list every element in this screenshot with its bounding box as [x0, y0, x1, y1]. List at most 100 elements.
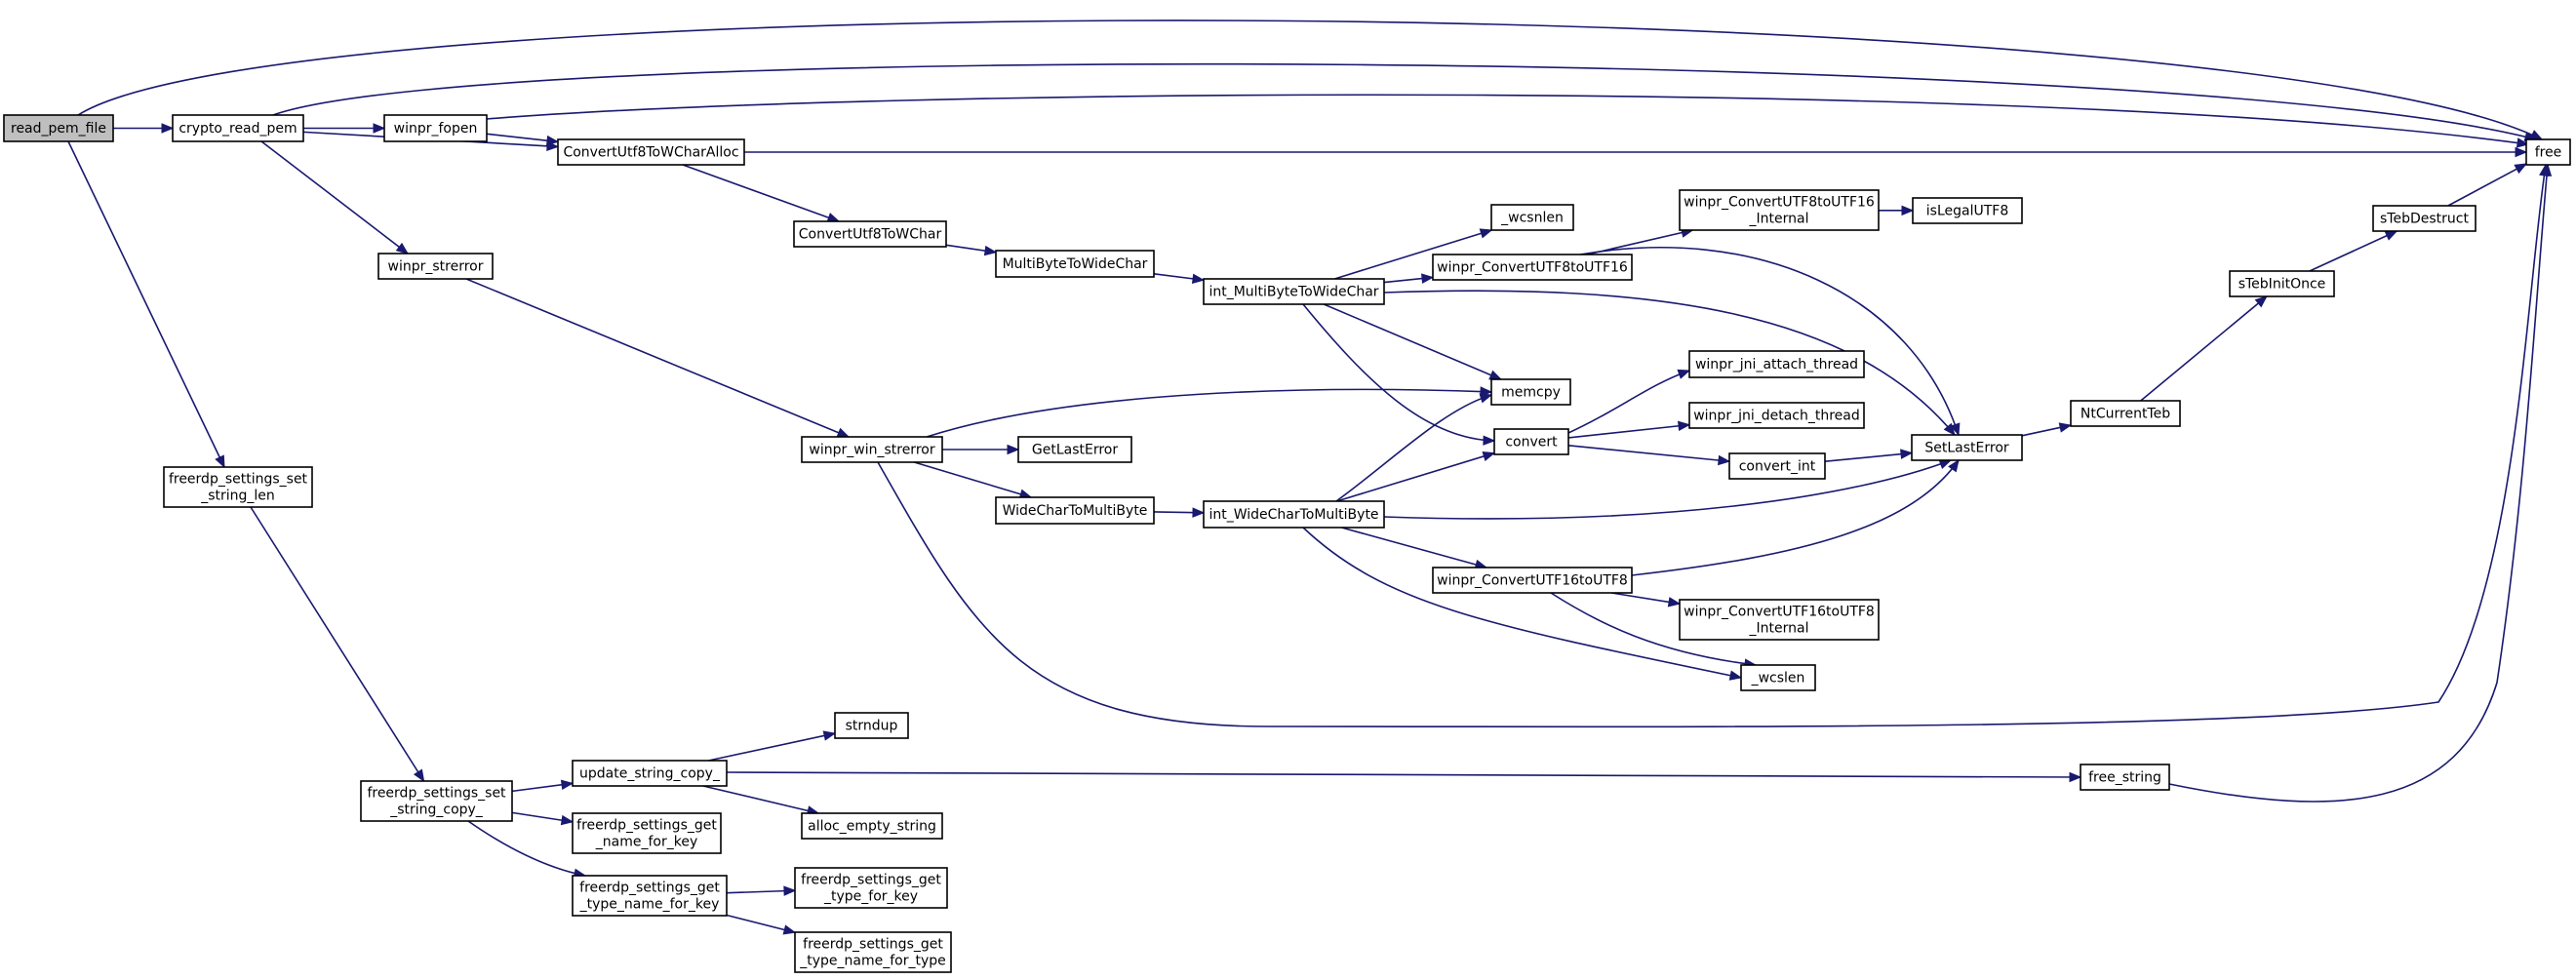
node-free-string[interactable]: free_string — [2080, 764, 2170, 791]
node-box[interactable] — [383, 114, 488, 142]
edge-update-string-copy--to-strndup — [708, 732, 836, 762]
node-read-pem-file[interactable]: read_pem_file — [3, 114, 114, 142]
node-stebdestruct[interactable]: sTebDestruct — [2372, 205, 2477, 232]
edge-winpr-convertutf16toutf8-to-setlasterror — [1631, 459, 1960, 576]
node-getlasterror[interactable]: GetLastError — [1017, 436, 1132, 463]
node-convertutf8towchar[interactable]: ConvertUtf8ToWChar — [793, 220, 947, 248]
node-box[interactable] — [1493, 428, 1569, 455]
arrowhead-convert-int-to-setlasterror — [1900, 449, 1914, 459]
node-winpr-fopen[interactable]: winpr_fopen — [383, 114, 488, 142]
node-box[interactable] — [1203, 278, 1385, 305]
node-convertutf8towcharalloc[interactable]: ConvertUtf8ToWCharAlloc — [557, 138, 745, 166]
node-box[interactable] — [1912, 197, 2023, 224]
edge-winpr-convertutf8toutf16-to-winpr-convertutf8toutf16-internal — [1587, 229, 1693, 255]
node-box[interactable] — [572, 760, 728, 787]
node-box[interactable] — [377, 253, 494, 280]
node-freerdp-settings-get-type-name-for-type[interactable]: freerdp_settings_get_type_name_for_type — [794, 931, 952, 973]
edge-free-string-to-free — [2168, 164, 2549, 803]
node-freerdp-settings-get-name-for-key[interactable]: freerdp_settings_get_name_for_key — [572, 812, 722, 854]
node-box[interactable] — [801, 436, 943, 463]
node-winpr-convertutf8toutf16-internal[interactable]: winpr_ConvertUTF8toUTF16_Internal — [1679, 189, 1880, 231]
node-box[interactable] — [2525, 138, 2571, 166]
node-int-multibytetowidechar[interactable]: int_MultiByteToWideChar — [1203, 278, 1385, 305]
node-free[interactable]: free — [2525, 138, 2571, 166]
node-box[interactable] — [2080, 764, 2170, 791]
node-label: _string_copy_ — [389, 803, 484, 818]
node-label: _type_name_for_type — [799, 954, 946, 969]
node-box[interactable] — [172, 114, 304, 142]
node-box[interactable] — [1490, 204, 1574, 231]
node-box[interactable] — [794, 867, 948, 909]
node-box[interactable] — [1688, 402, 1865, 429]
node-box[interactable] — [572, 812, 722, 854]
node-freerdp-settings-set-string-len[interactable]: freerdp_settings_set_string_len — [163, 466, 313, 508]
node-multibytetowidechar[interactable]: MultiByteToWideChar — [995, 250, 1155, 278]
node-crypto-read-pem[interactable]: crypto_read_pem — [172, 114, 304, 142]
node-label: strndup — [846, 719, 898, 734]
node-label: MultiByteToWideChar — [1003, 256, 1148, 272]
node-winpr-jni-attach-thread[interactable]: winpr_jni_attach_thread — [1688, 350, 1865, 378]
node-winpr-win-strerror[interactable]: winpr_win_strerror — [801, 436, 943, 463]
node-box[interactable] — [834, 712, 909, 739]
node-update-string-copy-[interactable]: update_string_copy_ — [572, 760, 728, 787]
node-box[interactable] — [794, 931, 952, 973]
node-winpr-strerror[interactable]: winpr_strerror — [377, 253, 494, 280]
node-box[interactable] — [360, 780, 513, 822]
node-freerdp-settings-set-string-copy-[interactable]: freerdp_settings_set_string_copy_ — [360, 780, 513, 822]
node-box[interactable] — [163, 466, 313, 508]
node-box[interactable] — [1728, 452, 1826, 480]
node-widechartomultibyte[interactable]: WideCharToMultiByte — [995, 496, 1155, 525]
node-box[interactable] — [1490, 378, 1571, 406]
node-box[interactable] — [1017, 436, 1132, 463]
node-box[interactable] — [1688, 350, 1865, 378]
node-box[interactable] — [2372, 205, 2477, 232]
node-box[interactable] — [557, 138, 745, 166]
node-box[interactable] — [1203, 500, 1385, 529]
node-memcpy[interactable]: memcpy — [1490, 378, 1571, 406]
arrowhead-int-widechartomultibyte-to--wcslen — [1728, 670, 1743, 681]
edge-convert-int-to-setlasterror — [1824, 451, 1913, 463]
arrowhead-int-multibytetowidechar-to--wcsnlen — [1479, 228, 1493, 239]
node-box[interactable] — [1679, 599, 1880, 641]
node-label: alloc_empty_string — [808, 819, 936, 835]
node-convert-int[interactable]: convert_int — [1728, 452, 1826, 480]
edge-freerdp-settings-set-string-copy--to-freerdp-settings-get-type-name-for-key — [467, 820, 586, 877]
node-box[interactable] — [1432, 254, 1633, 281]
node-stebinitonce[interactable]: sTebInitOnce — [2229, 270, 2335, 297]
node--wcslen[interactable]: _wcslen — [1740, 664, 1816, 691]
node-winpr-convertutf16toutf8-internal[interactable]: winpr_ConvertUTF16toUTF8_Internal — [1679, 599, 1880, 641]
edge-winpr-convertutf16toutf8-to--wcslen — [1550, 592, 1757, 666]
node-label: NtCurrentTeb — [2081, 407, 2170, 422]
node-box[interactable] — [995, 496, 1155, 525]
node-box[interactable] — [3, 114, 114, 142]
node-box[interactable] — [1432, 567, 1633, 594]
node-convert[interactable]: convert — [1493, 428, 1569, 455]
node-int-widechartomultibyte[interactable]: int_WideCharToMultiByte — [1203, 500, 1385, 529]
node-islegalutf8[interactable]: isLegalUTF8 — [1912, 197, 2023, 224]
node-label: convert — [1505, 435, 1558, 451]
node-box[interactable] — [2229, 270, 2335, 297]
edge-int-widechartomultibyte-to-setlasterror — [1383, 459, 1952, 520]
node-freerdp-settings-get-type-for-key[interactable]: freerdp_settings_get_type_for_key — [794, 867, 948, 909]
node-box[interactable] — [801, 812, 943, 840]
node-box[interactable] — [995, 250, 1155, 278]
node-freerdp-settings-get-type-name-for-key[interactable]: freerdp_settings_get_type_name_for_key — [572, 875, 728, 917]
node-box[interactable] — [1679, 189, 1880, 231]
node-winpr-convertutf16toutf8[interactable]: winpr_ConvertUTF16toUTF8 — [1432, 567, 1633, 594]
node-strndup[interactable]: strndup — [834, 712, 909, 739]
node-winpr-convertutf8toutf16[interactable]: winpr_ConvertUTF8toUTF16 — [1432, 254, 1633, 281]
node-box[interactable] — [793, 220, 947, 248]
node-box[interactable] — [1740, 664, 1816, 691]
node-alloc-empty-string[interactable]: alloc_empty_string — [801, 812, 943, 840]
node-setlasterror[interactable]: SetLastError — [1911, 434, 2023, 461]
node-box[interactable] — [572, 875, 728, 917]
node-label: winpr_jni_detach_thread — [1693, 409, 1860, 424]
arrowhead-winpr-fopen-to-convertutf8towcharalloc — [545, 135, 560, 146]
node-ntcurrentteb[interactable]: NtCurrentTeb — [2070, 400, 2181, 427]
arrowhead-winpr-convertutf16toutf8-to-setlasterror — [1948, 458, 1960, 473]
node-box[interactable] — [1911, 434, 2023, 461]
node-winpr-jni-detach-thread[interactable]: winpr_jni_detach_thread — [1688, 402, 1865, 429]
node-box[interactable] — [2070, 400, 2181, 427]
node--wcsnlen[interactable]: _wcsnlen — [1490, 204, 1574, 231]
